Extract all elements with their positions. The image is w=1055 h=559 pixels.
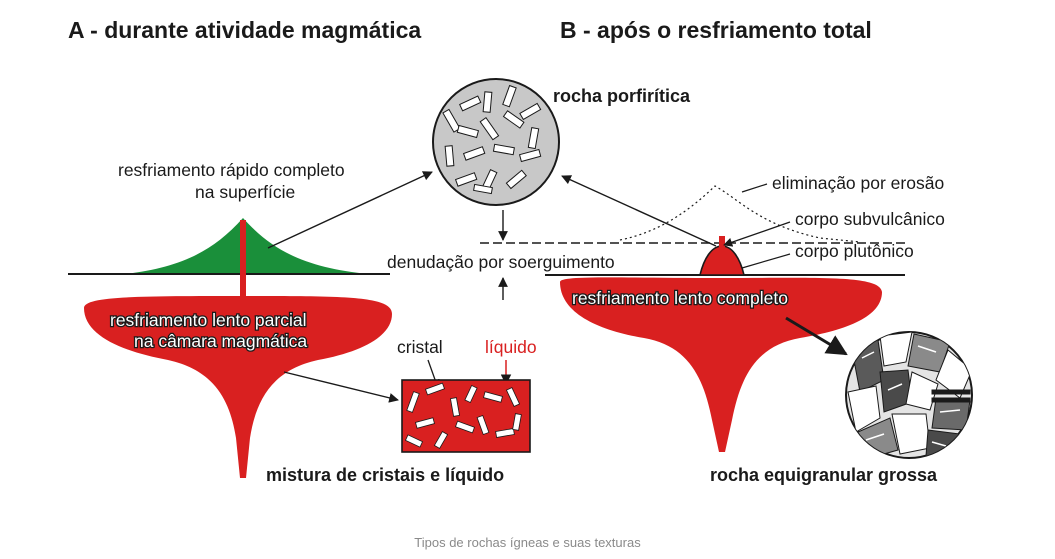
coarse-rock-circle (845, 331, 973, 459)
leader-erosion (741, 183, 768, 193)
subvolcanic-label: corpo subvulcânico (795, 209, 945, 229)
crystal-label: cristal (397, 337, 443, 357)
crystal-liquid-mixture (401, 379, 531, 453)
chamber-label-2: na câmara magmática (134, 331, 307, 351)
volcano-cone (125, 218, 368, 274)
panel-b-title: B - após o resfriamento total (560, 17, 872, 43)
arrow-subvolcanic (723, 221, 791, 247)
subvolcanic-body (698, 245, 746, 276)
arrow-to-mixture (283, 371, 399, 403)
surface-cooling-label-2: na superfície (195, 182, 295, 202)
denudation-label: denudação por soerguimento (387, 252, 615, 272)
porphyritic-rock-circle (432, 78, 560, 206)
panel-a-title: A - durante atividade magmática (68, 17, 421, 43)
porphyritic-label: rocha porfirítica (553, 86, 691, 106)
coarse-label: rocha equigranular grossa (710, 465, 938, 485)
mixture-label: mistura de cristais e líquido (266, 465, 504, 485)
arrow-subvolcanic-to-porphyritic (561, 175, 717, 247)
figure-caption: Tipos de rochas ígneas e suas texturas (414, 535, 641, 550)
subvolcanic-dike (719, 236, 725, 250)
arrow-to-porphyritic (267, 171, 433, 249)
magma-conduit (240, 220, 246, 300)
eroded-volcano-dotted (619, 185, 861, 243)
surface-cooling-label-1: resfriamento rápido completo (118, 160, 345, 180)
erosion-label: eliminação por erosão (772, 173, 944, 193)
liquid-label: líquido (485, 337, 537, 357)
chamber-label-1: resfriamento lento parcial (110, 310, 306, 330)
plutonic-label: corpo plutônico (795, 241, 914, 261)
magma-chamber-b (560, 277, 882, 452)
arrow-to-coarse (785, 316, 848, 356)
leader-plutonic (741, 253, 791, 269)
magma-chamber-a (84, 296, 392, 478)
slow-complete-label: resfriamento lento completo (572, 288, 788, 308)
